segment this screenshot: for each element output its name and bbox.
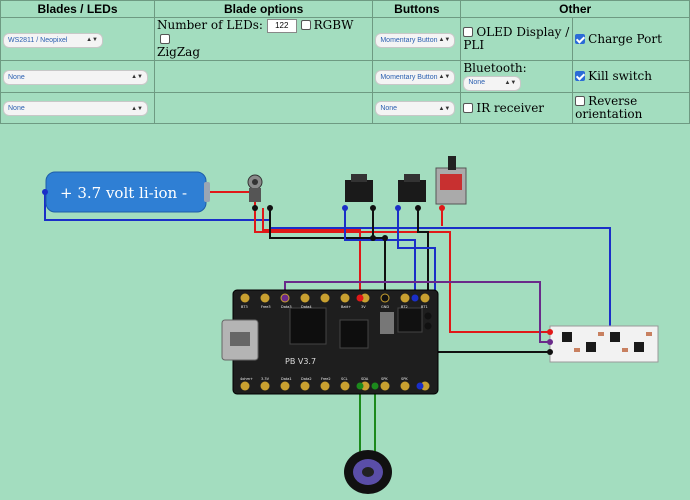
bluetooth-select-value: None (468, 79, 486, 86)
speaker (344, 450, 392, 494)
charge-port-checkbox[interactable] (575, 34, 586, 44)
ir-receiver-checkbox[interactable] (463, 102, 474, 113)
oled-checkbox[interactable] (463, 27, 474, 37)
chip (289, 307, 327, 345)
svg-text:4ohm+: 4ohm+ (240, 377, 253, 381)
header-other: Other (460, 0, 690, 18)
svg-text:SPK: SPK (401, 377, 408, 381)
wire-gnd-led (427, 316, 550, 353)
svg-text:3V: 3V (361, 305, 366, 309)
pads-top (240, 293, 430, 303)
wire-data (284, 281, 550, 343)
blade-1-select[interactable]: WS2811 / Neopixel ▲▼ (3, 32, 103, 48)
blade-2-options (153, 60, 374, 93)
rgbw-checkbox[interactable] (300, 20, 311, 30)
blade-1-select-value: WS2811 / Neopixel (8, 36, 68, 44)
svg-text:Data1: Data1 (281, 377, 292, 381)
header-buttons: Buttons (372, 0, 462, 18)
wiring-diagram: + 3.7 volt li-ion - PB V3.7 (42, 156, 659, 494)
blade-2-select[interactable]: None ▲▼ (3, 69, 148, 85)
proffieboard: PB V3.7 BT3 Free3 Data3 Data4 Batt+ 3V G… (221, 289, 439, 395)
bluetooth-select[interactable]: None ▲▼ (463, 75, 522, 91)
svg-text:BT3: BT3 (241, 305, 248, 309)
button-1-select-value: Momentary Button (380, 36, 438, 44)
button-2-select-value: Momentary Button (380, 73, 438, 81)
zigzag-checkbox[interactable] (159, 34, 170, 44)
chevron-updown-icon: ▲▼ (86, 37, 98, 43)
zigzag-label: ZigZag (156, 45, 201, 59)
wire-gnd (269, 208, 386, 298)
ir-receiver-label: IR receiver (476, 100, 545, 115)
battery-label: + 3.7 volt li-ion - (60, 184, 187, 202)
junction-dots (42, 189, 553, 390)
kill-switch-checkbox[interactable] (575, 71, 586, 82)
pad-labels: BT3 Free3 Data3 Data4 Batt+ 3V GND BT2 B… (240, 305, 428, 381)
charge-port-label: Charge Port (588, 32, 662, 46)
led-strip (549, 325, 659, 363)
kill-switch (435, 156, 467, 205)
wire-bt1 (344, 208, 416, 298)
svg-text:GND: GND (381, 305, 389, 309)
svg-text:Data2: Data2 (301, 377, 312, 381)
svg-text:SPK: SPK (381, 377, 388, 381)
chevron-updown-icon: ▲▼ (438, 74, 451, 81)
kill-switch-label: Kill switch (588, 69, 652, 84)
blade-3-select-value: None (8, 105, 25, 112)
svg-text:Free3: Free3 (261, 305, 271, 309)
battery: + 3.7 volt li-ion - (45, 171, 210, 213)
pads-bottom (240, 381, 430, 391)
charge-port (247, 174, 263, 202)
chevron-updown-icon: ▲▼ (131, 105, 143, 112)
chevron-updown-icon: ▲▼ (131, 74, 143, 81)
wire-gnd-btn2 (417, 208, 429, 316)
svg-text:Data4: Data4 (301, 305, 312, 309)
svg-text:SCL: SCL (341, 377, 348, 381)
svg-text:BT1: BT1 (421, 305, 428, 309)
num-leds-input[interactable]: 122 (266, 19, 297, 33)
board-label: PB V3.7 (285, 357, 316, 366)
header-blades: Blades / LEDs (0, 0, 155, 18)
rgbw-label: RGBW (313, 18, 354, 32)
svg-text:Data3: Data3 (281, 305, 292, 309)
chevron-updown-icon: ▲▼ (438, 105, 451, 112)
svg-text:Batt+: Batt+ (341, 305, 351, 309)
header-blade-options: Blade options (153, 0, 374, 18)
button-2-select[interactable]: Momentary Button ▲▼ (375, 69, 456, 85)
reverse-orientation-checkbox[interactable] (575, 95, 586, 106)
momentary-button-1 (345, 174, 373, 202)
blade-3-select[interactable]: None ▲▼ (3, 101, 148, 116)
button-3-select[interactable]: None ▲▼ (375, 101, 456, 116)
reverse-orientation-label: Reverse orientation (575, 93, 643, 121)
svg-text:BT2: BT2 (401, 305, 408, 309)
chevron-updown-icon: ▲▼ (504, 80, 517, 86)
wire-batt-plus (262, 208, 361, 298)
svg-text:SDA: SDA (361, 377, 369, 381)
oled-label: OLED Display / PLI (463, 25, 570, 52)
num-leds-label: Number of LEDs: (156, 18, 263, 32)
chevron-updown-icon: ▲▼ (438, 37, 451, 43)
bluetooth-label: Bluetooth: (463, 61, 527, 75)
momentary-button-2 (398, 174, 426, 202)
button-3-select-value: None (380, 105, 398, 112)
config-table: Blades / LEDs Blade options Buttons Othe… (0, 0, 690, 124)
svg-text:Free2: Free2 (321, 377, 331, 381)
blade-2-select-value: None (8, 73, 25, 81)
button-1-select[interactable]: Momentary Button ▲▼ (375, 32, 456, 48)
blade-3-options (153, 91, 374, 124)
svg-text:3.3V: 3.3V (261, 377, 270, 381)
